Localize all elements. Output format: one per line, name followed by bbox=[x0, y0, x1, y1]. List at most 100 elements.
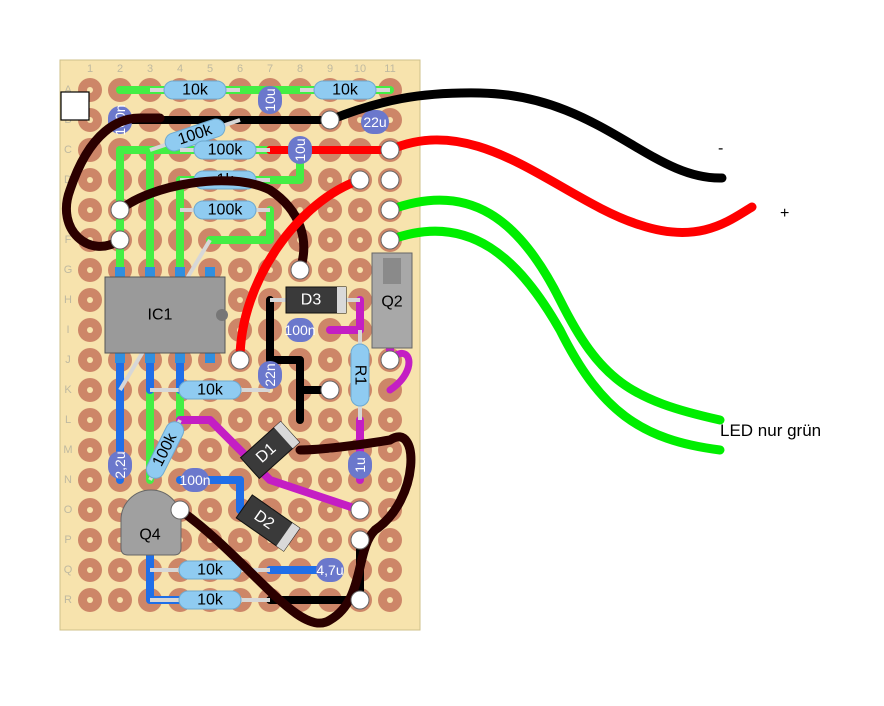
pad-hole bbox=[357, 267, 363, 273]
ic-pin bbox=[115, 267, 125, 279]
row-label: H bbox=[64, 294, 72, 306]
ic-notch bbox=[216, 309, 228, 321]
column-label: 3 bbox=[147, 63, 153, 75]
resistor-10k-d-label: 10k bbox=[197, 382, 224, 399]
pad-hole bbox=[207, 447, 213, 453]
ic-body bbox=[104, 276, 226, 354]
row-label: I bbox=[66, 324, 69, 336]
ic-pin bbox=[205, 267, 215, 279]
column-label: 8 bbox=[297, 63, 303, 75]
wire-endpoint bbox=[380, 170, 400, 190]
resistor-10k-b-body bbox=[313, 80, 377, 100]
trace-magenta bbox=[176, 416, 364, 514]
column-label: 9 bbox=[327, 63, 333, 75]
wire-endpoint bbox=[320, 110, 340, 130]
pad-hole bbox=[117, 597, 123, 603]
wire-brown-a bbox=[115, 176, 309, 275]
wire-endpoint bbox=[350, 590, 370, 610]
wire-endpoint bbox=[350, 500, 370, 520]
resistor-10k-f-body bbox=[178, 590, 242, 610]
wire-endpoint bbox=[170, 500, 190, 520]
row-label: N bbox=[64, 474, 72, 486]
transistor-q2-label: Q2 bbox=[381, 294, 402, 311]
pad-hole bbox=[327, 477, 333, 483]
capacitor-4u7-label: 4,7u bbox=[316, 562, 343, 578]
diode-d2: D2 bbox=[235, 494, 301, 552]
row-label: Q bbox=[64, 564, 73, 576]
resistor-10k-a-body bbox=[163, 80, 227, 100]
wire-endpoint bbox=[110, 200, 130, 220]
capacitor-1u: 1u bbox=[348, 451, 372, 479]
pad-hole bbox=[207, 507, 213, 513]
column-label: 10 bbox=[354, 63, 366, 75]
row-label: R bbox=[64, 594, 72, 606]
wire-green-led-a bbox=[385, 195, 725, 425]
capacitor-22u: 22u bbox=[361, 110, 389, 134]
wire-black-minus bbox=[325, 88, 727, 183]
corner-marker bbox=[60, 91, 90, 121]
trace-green bbox=[206, 206, 274, 244]
capacitor-22u-body bbox=[361, 110, 389, 134]
pad-hole bbox=[327, 417, 333, 423]
column-label: 2 bbox=[117, 63, 123, 75]
pad-hole bbox=[387, 417, 393, 423]
resistor-100k-b-body bbox=[193, 140, 257, 160]
wire-endpoint bbox=[290, 260, 310, 280]
pad-hole bbox=[357, 237, 363, 243]
wire-endpoint bbox=[230, 350, 250, 370]
capacitor-2u2: 2,2u bbox=[108, 451, 132, 479]
pad-hole bbox=[87, 447, 93, 453]
resistor-r1: R1 bbox=[350, 343, 370, 407]
ic-label: IC1 bbox=[148, 307, 173, 324]
transistor-q4-label: Q4 bbox=[139, 527, 160, 544]
pad-hole bbox=[87, 177, 93, 183]
capacitor-4u7-body bbox=[316, 558, 344, 582]
pad-hole bbox=[327, 207, 333, 213]
capacitor-100n-b: 100n bbox=[284, 318, 316, 342]
capacitor-10u-a-label: 10u bbox=[262, 88, 278, 111]
capacitor-10u-b-label: 10u bbox=[292, 138, 308, 161]
pad-hole bbox=[87, 417, 93, 423]
pad-hole bbox=[327, 177, 333, 183]
wire-red-plus bbox=[385, 135, 757, 237]
external-wires bbox=[61, 88, 757, 628]
capacitor-2u2-body bbox=[108, 451, 132, 479]
row-label: P bbox=[64, 534, 71, 546]
column-label: 4 bbox=[177, 63, 183, 75]
capacitor-10u-a-body bbox=[258, 86, 282, 114]
minus-wire-label: - bbox=[718, 140, 724, 157]
wire-endpoint bbox=[350, 530, 370, 550]
resistor-10k-e-label: 10k bbox=[197, 562, 224, 579]
led-wire-label: LED nur grün bbox=[720, 421, 822, 440]
ic-pin bbox=[205, 351, 215, 363]
transistor-q4-body bbox=[120, 489, 182, 556]
resistor-10k-e: 10k bbox=[178, 560, 242, 580]
pad-hole bbox=[87, 567, 93, 573]
diode-d3-band bbox=[337, 287, 346, 313]
pad-hole bbox=[87, 297, 93, 303]
capacitor-2u2-label: 2,2u bbox=[112, 451, 128, 478]
pad-hole bbox=[87, 507, 93, 513]
pad-hole bbox=[327, 537, 333, 543]
pad-hole bbox=[87, 357, 93, 363]
column-label: 5 bbox=[207, 63, 213, 75]
wire-endpoint bbox=[380, 230, 400, 250]
resistor-10k-d-body bbox=[178, 380, 242, 400]
pad-hole bbox=[387, 537, 393, 543]
resistor-100k-d-body bbox=[145, 421, 185, 479]
pad-hole bbox=[267, 417, 273, 423]
pad-hole bbox=[297, 507, 303, 513]
row-label: D bbox=[64, 174, 72, 186]
ic-pin bbox=[115, 351, 125, 363]
ic-pin bbox=[175, 351, 185, 363]
wire-endpoint bbox=[380, 200, 400, 220]
pad-hole bbox=[387, 447, 393, 453]
wire-endpoint bbox=[380, 350, 400, 370]
diode-d2-band bbox=[276, 523, 300, 552]
plus-wire-label: + bbox=[780, 205, 790, 222]
capacitor-10u-a: 10u bbox=[258, 86, 282, 114]
transistor-q4: Q4 bbox=[120, 489, 182, 556]
pad-hole bbox=[87, 477, 93, 483]
capacitor-100n-b-body bbox=[286, 318, 314, 342]
